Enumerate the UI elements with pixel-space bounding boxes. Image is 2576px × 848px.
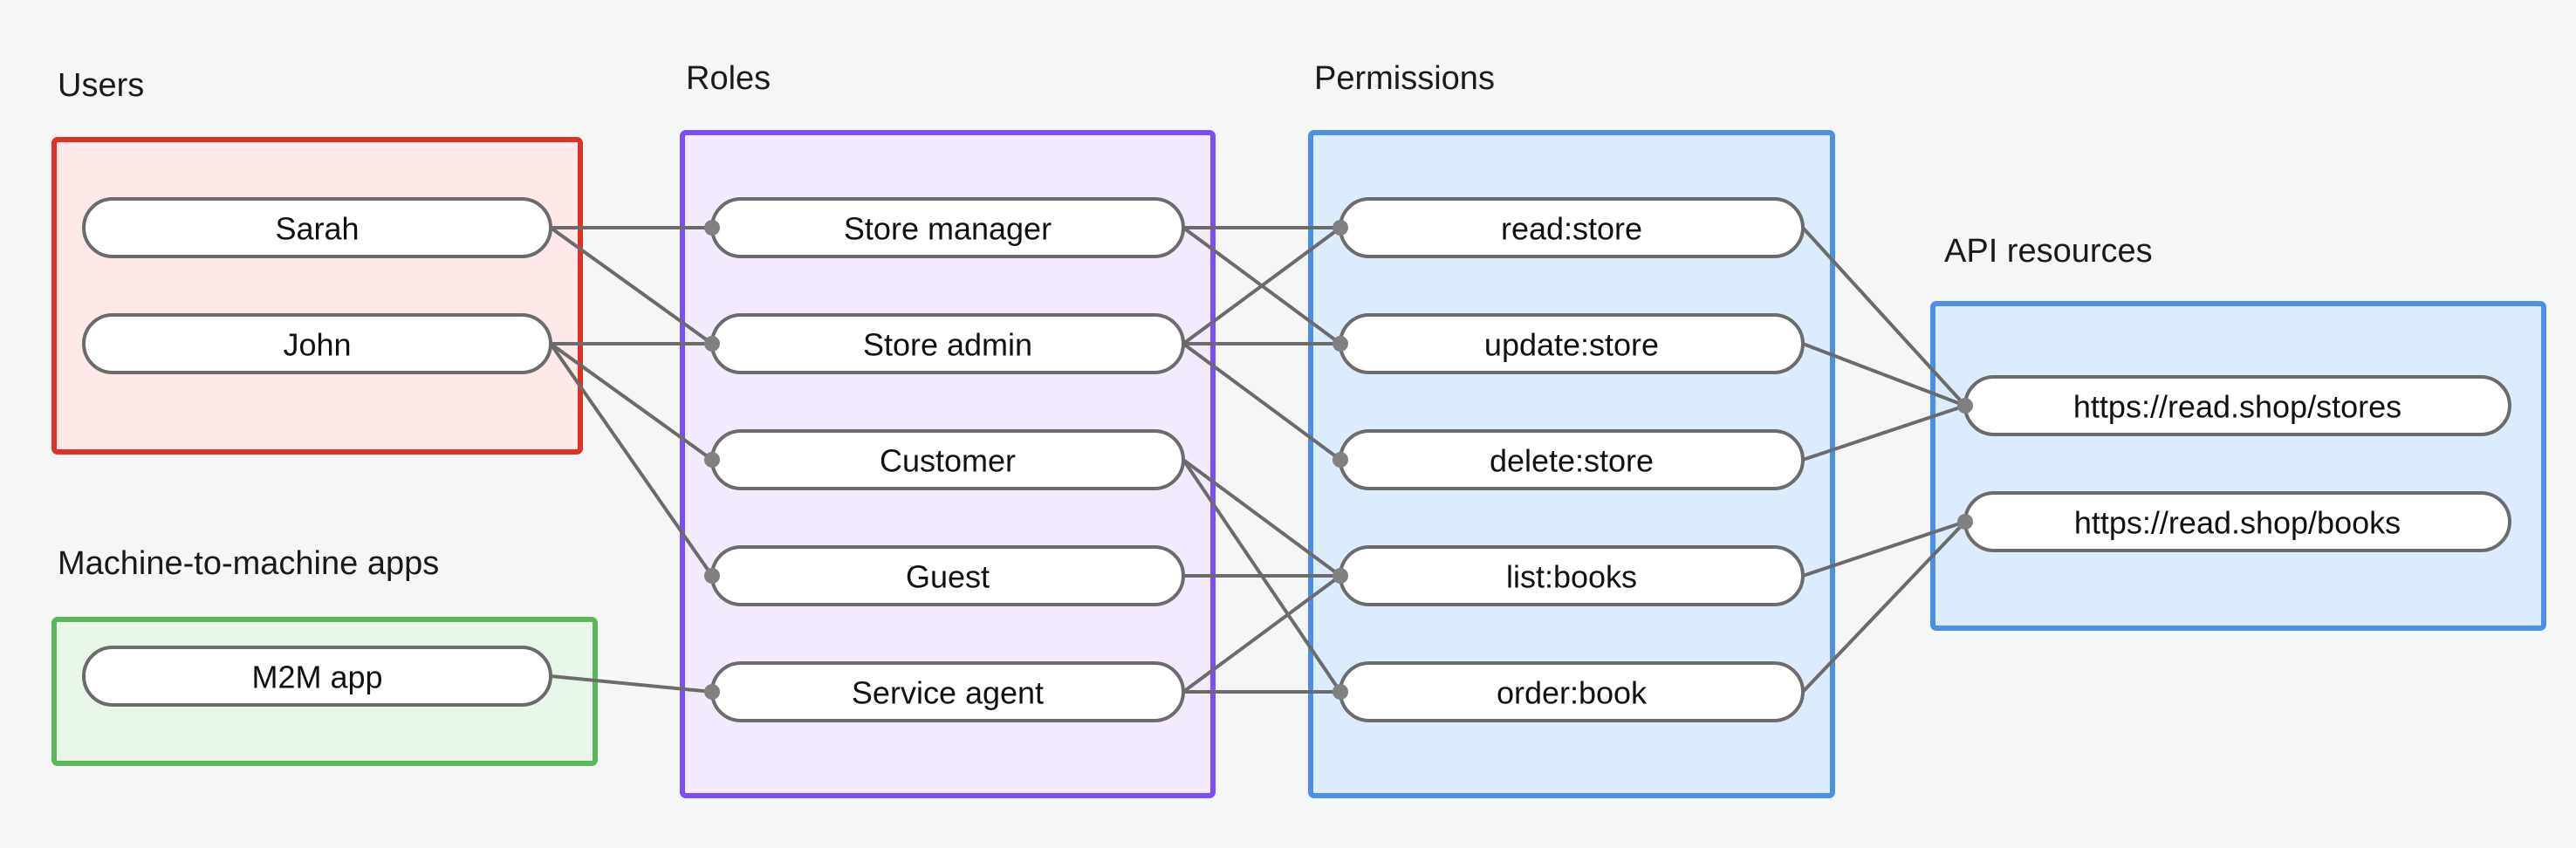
connector-port-delete-store [1333,452,1348,468]
connector-order-book-to-res-books [1801,520,1967,694]
connector-layer [549,226,1967,694]
connector-m2mapp-to-service-agent [550,674,713,694]
node-order-book[interactable]: order:book [1339,661,1805,722]
node-store-manager[interactable]: Store manager [710,197,1185,258]
node-guest[interactable]: Guest [710,545,1185,606]
node-label-list-books: list:books [1506,559,1637,595]
connector-port-order-book [1333,684,1348,700]
node-label-service-agent: Service agent [852,675,1044,711]
connector-port-res-books [1957,514,1973,530]
connector-port-res-stores [1957,398,1973,414]
group-label-roles: Roles [686,60,771,97]
connector-port-service-agent [704,684,720,700]
node-label-read-store: read:store [1501,211,1642,247]
node-label-sarah: Sarah [275,211,359,247]
group-box-users [51,137,583,455]
connector-update-store-to-res-stores [1802,342,1966,407]
node-read-store[interactable]: read:store [1339,197,1805,258]
connector-port-store-manager [704,220,720,236]
node-label-res-books: https://read.shop/books [2074,505,2401,541]
connector-port-layer [704,220,1973,700]
node-customer[interactable]: Customer [710,429,1185,490]
connector-port-update-store [1333,336,1348,352]
node-list-books[interactable]: list:books [1339,545,1805,606]
node-label-store-manager: Store manager [844,211,1052,247]
node-label-res-stores: https://read.shop/stores [2073,389,2401,425]
group-label-m2m: Machine-to-machine apps [58,545,439,582]
connector-sarah-to-store-admin [549,226,714,345]
node-john[interactable]: John [82,313,552,374]
connector-port-guest [704,568,720,584]
node-label-john: John [283,327,351,363]
node-label-delete-store: delete:store [1490,443,1654,479]
group-box-api [1930,301,2546,631]
connector-port-customer [704,452,720,468]
group-label-users: Users [58,67,144,104]
connector-list-books-to-res-books [1802,520,1966,578]
node-pill-m2mapp [82,646,552,707]
node-label-m2mapp: M2M app [251,660,382,695]
connector-john-to-customer [549,342,714,462]
node-label-guest: Guest [906,559,990,595]
connector-port-read-store [1333,220,1348,236]
node-store-admin[interactable]: Store admin [710,313,1185,374]
group-label-api: API resources [1944,233,2153,270]
connector-port-store-admin [704,336,720,352]
group-label-permissions: Permissions [1314,60,1495,97]
connector-store-admin-to-delete-store [1182,342,1342,462]
node-service-agent[interactable]: Service agent [710,661,1185,722]
node-pill-sarah [82,197,552,258]
node-m2mapp[interactable]: M2M app [82,646,552,707]
node-res-stores[interactable]: https://read.shop/stores [1963,375,2511,436]
connector-read-store-to-res-stores [1801,226,1967,407]
connector-service-agent-to-list-books [1182,574,1342,694]
node-sarah[interactable]: Sarah [82,197,552,258]
node-label-order-book: order:book [1497,675,1648,711]
node-label-update-store: update:store [1484,327,1659,363]
node-res-books[interactable]: https://read.shop/books [1963,491,2511,552]
node-update-store[interactable]: update:store [1339,313,1805,374]
node-pill-john [82,313,552,374]
node-label-customer: Customer [880,443,1016,479]
connector-port-list-books [1333,568,1348,584]
node-label-store-admin: Store admin [863,327,1032,363]
connector-john-to-guest [549,342,714,578]
connector-store-admin-to-read-store [1182,226,1342,345]
connector-customer-to-list-books [1182,458,1342,578]
connector-delete-store-to-res-stores [1802,404,1966,462]
node-delete-store[interactable]: delete:store [1339,429,1805,490]
